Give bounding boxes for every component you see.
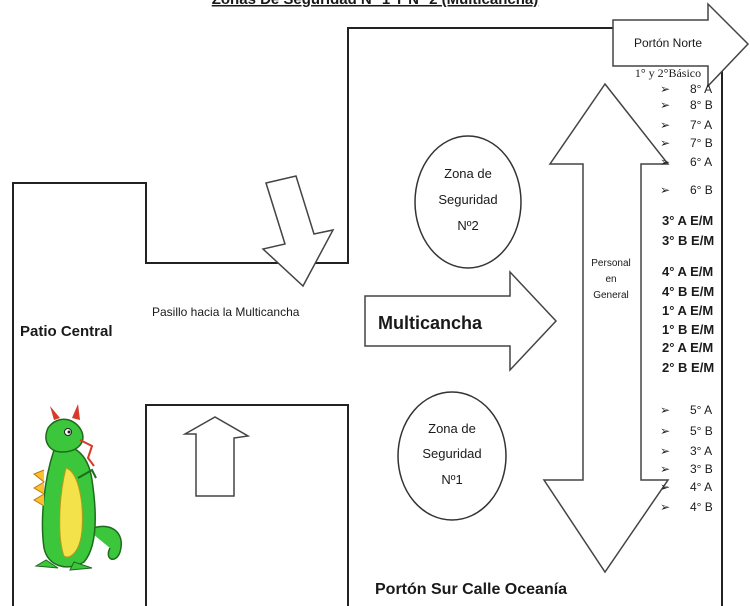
- up-arrow: [182, 416, 251, 497]
- zone1-line3: Nº1: [441, 472, 462, 487]
- bullet-arrow-icon: ➢: [660, 155, 670, 169]
- wall-upper: [12, 27, 708, 606]
- course-item: 6° B: [690, 183, 713, 197]
- corridor-label: Pasillo hacia la Multicancha: [152, 305, 300, 319]
- course-list-bottom: ➢ 5° A ➢ 5° B ➢ 3° A ➢ 3° B ➢ 4° A ➢ 4° B: [660, 403, 713, 514]
- wall-lower: [145, 404, 349, 606]
- north-gate-note: 1° y 2°Básico: [635, 66, 701, 80]
- zone1-line1: Zona de: [428, 421, 476, 436]
- bullet-arrow-icon: ➢: [660, 136, 670, 150]
- bullet-arrow-icon: ➢: [660, 444, 670, 458]
- course-item: 3° B: [690, 462, 713, 476]
- bullet-arrow-icon: ➢: [660, 500, 670, 514]
- map-title: Zonas De Seguridad N° 1 Y N° 2 (Multican…: [212, 0, 539, 8]
- bullet-arrow-icon: ➢: [660, 480, 670, 494]
- bullet-arrow-icon: ➢: [660, 183, 670, 197]
- course-item: 4° B: [690, 500, 713, 514]
- zone2-line1: Zona de: [444, 166, 492, 181]
- staff-double-arrow: Personal en General: [542, 82, 670, 574]
- course-item: 4° A E/M: [662, 264, 713, 279]
- staff-line2: en: [605, 274, 616, 285]
- multicancha-label: Multicancha: [378, 313, 483, 333]
- patio-label: Patio Central: [20, 323, 113, 340]
- staff-line3: General: [593, 290, 629, 301]
- bullet-arrow-icon: ➢: [660, 403, 670, 417]
- bullet-arrow-icon: ➢: [660, 118, 670, 132]
- course-item: 7° A: [690, 118, 712, 132]
- bullet-arrow-icon: ➢: [660, 424, 670, 438]
- dragon-mascot-icon: [33, 404, 122, 571]
- safety-zone-2: Zona de Seguridad Nº2: [414, 135, 522, 269]
- building-outline: [12, 27, 723, 606]
- safety-zone-1: Zona de Seguridad Nº1: [397, 391, 507, 521]
- staff-line1: Personal: [591, 258, 630, 269]
- north-gate-arrow: Portón Norte: [612, 2, 750, 88]
- bullet-arrow-icon: ➢: [660, 98, 670, 112]
- course-item: 6° A: [690, 155, 712, 169]
- course-list-middle: 3° A E/M 3° B E/M 4° A E/M 4° B E/M 1° A E/M…: [662, 213, 714, 375]
- zone2-line2: Seguridad: [438, 192, 497, 207]
- course-item: 8° A: [690, 82, 712, 96]
- course-item: 2° B E/M: [662, 360, 714, 375]
- course-item: 1° A E/M: [662, 303, 713, 318]
- bullet-arrow-icon: ➢: [660, 462, 670, 476]
- course-item: 5° A: [690, 403, 712, 417]
- course-item: 1° B E/M: [662, 322, 714, 337]
- course-item: 5° B: [690, 424, 713, 438]
- course-list-top: ➢ 8° A ➢ 8° B ➢ 7° A ➢ 7° B ➢ 6° A ➢ 6° B: [660, 82, 713, 197]
- course-item: 8° B: [690, 98, 713, 112]
- zone1-line2: Seguridad: [422, 446, 481, 461]
- course-item: 7° B: [690, 136, 713, 150]
- multicancha-arrow: Multicancha: [364, 270, 558, 372]
- course-item: 3° A E/M: [662, 213, 713, 228]
- bullet-arrow-icon: ➢: [660, 82, 670, 96]
- course-item: 4° B E/M: [662, 284, 714, 299]
- zone2-line3: Nº2: [457, 218, 478, 233]
- course-item: 3° B E/M: [662, 233, 714, 248]
- down-arrow: [261, 175, 335, 288]
- south-gate-label: Portón Sur Calle Oceanía: [375, 581, 567, 598]
- north-gate-label: Portón Norte: [634, 36, 702, 50]
- course-item: 4° A: [690, 480, 712, 494]
- course-item: 2° A E/M: [662, 340, 713, 355]
- course-item: 3° A: [690, 444, 712, 458]
